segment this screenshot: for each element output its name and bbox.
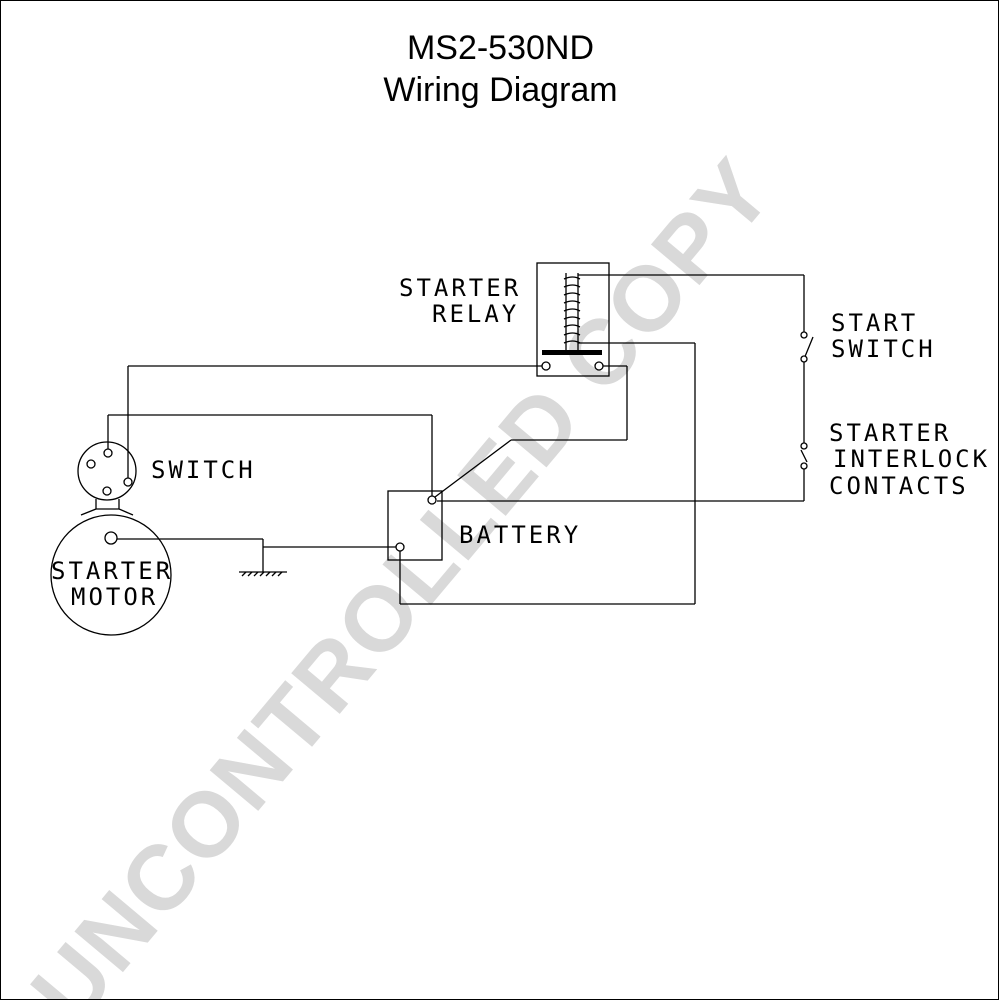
battery-terminal-positive [427, 495, 437, 505]
battery-label: BATTERY [459, 521, 581, 549]
interlock-label-2: INTERLOCK [833, 445, 990, 473]
relay-contact-bar [542, 350, 602, 355]
starter-interlock-contacts [437, 442, 808, 502]
relay-terminal-left [541, 361, 551, 371]
battery [387, 490, 443, 561]
ignition-switch [77, 441, 137, 501]
start-switch-label-2: SWITCH [831, 335, 936, 363]
wiring-connections [107, 342, 696, 605]
starter-motor [50, 499, 172, 636]
starter-motor-label-1: STARTER [51, 557, 173, 585]
interlock-label-3: CONTACTS [829, 472, 969, 500]
starter-motor-body [50, 514, 172, 636]
starter-motor-terminal [104, 531, 118, 545]
diagram-title-subtitle: Wiring Diagram [383, 71, 618, 109]
battery-terminal-negative [395, 542, 405, 552]
switch-label: SWITCH [151, 456, 256, 484]
starter-motor-label-2: MOTOR [71, 583, 158, 611]
starter-relay-label-2: RELAY [432, 300, 519, 328]
starter-relay [536, 262, 804, 377]
interlock-label-1: STARTER [829, 419, 951, 447]
starter-relay-label-1: STARTER [399, 274, 521, 302]
relay-coil-icon [563, 273, 804, 355]
ground-icon [239, 539, 287, 577]
start-switch [800, 275, 814, 443]
relay-terminal-right [594, 361, 604, 371]
battery-box [387, 490, 443, 561]
ignition-switch-body [77, 441, 137, 501]
starter-relay-box [536, 262, 610, 377]
diagram-title-model: MS2-530ND [406, 29, 595, 67]
start-switch-label-1: START [831, 309, 918, 337]
